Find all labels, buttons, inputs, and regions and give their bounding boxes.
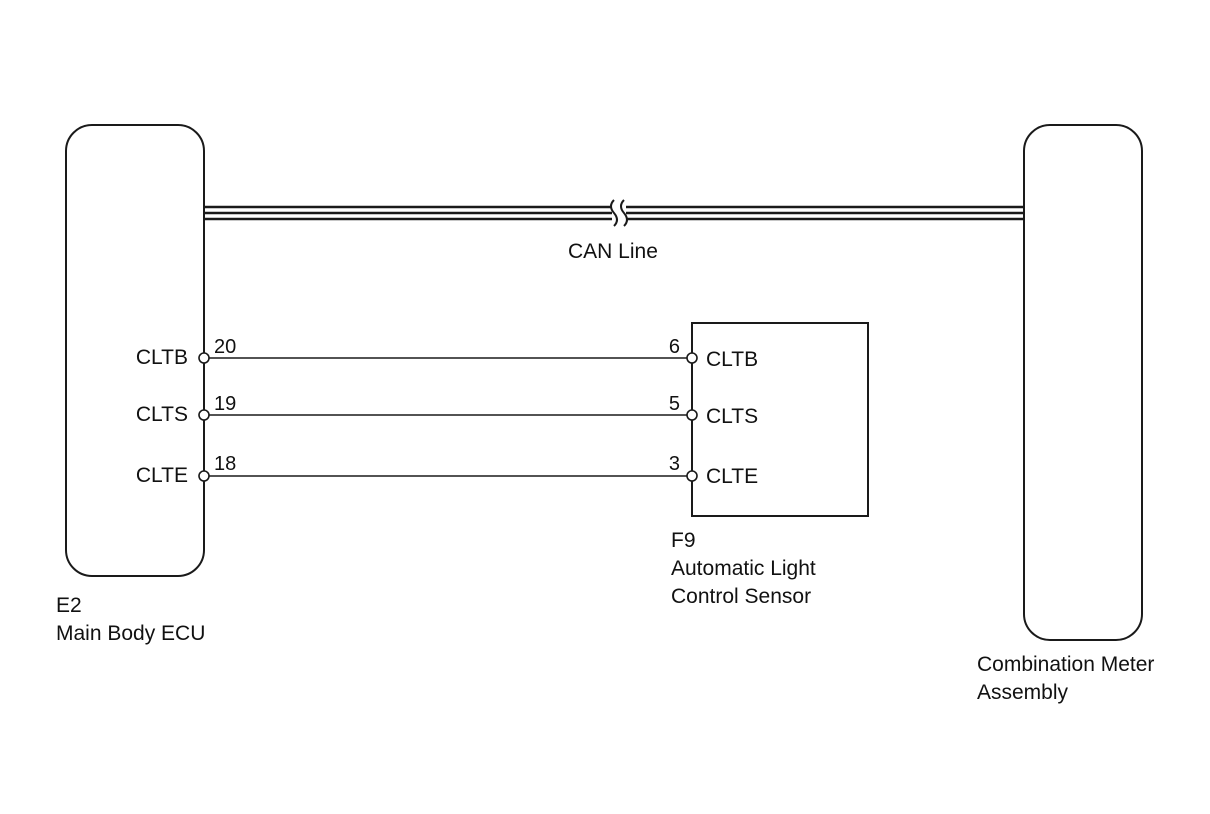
light-sensor-block: [691, 322, 869, 517]
light-sensor-name-line1: Automatic Light: [671, 557, 816, 580]
ecu-pin-name-clts: CLTS: [135, 403, 188, 426]
ecu-terminal-cltb: [198, 352, 210, 364]
light-sensor-code: F9: [671, 529, 696, 552]
ecu-terminal-clts: [198, 409, 210, 421]
sensor-pin-name-clts: CLTS: [706, 405, 759, 428]
sensor-pin-name-clte: CLTE: [706, 465, 759, 488]
sensor-pin-name-cltb: CLTB: [706, 348, 759, 371]
ecu-pin-number-19: 19: [214, 393, 237, 415]
main-body-ecu-code: E2: [56, 594, 82, 617]
ecu-terminal-clte: [198, 470, 210, 482]
sensor-pin-number-5: 5: [668, 393, 680, 415]
light-sensor-name-line2: Control Sensor: [671, 585, 812, 608]
combination-meter-name-line2: Assembly: [977, 681, 1069, 704]
main-body-ecu-name: Main Body ECU: [56, 622, 206, 645]
can-bus-line: [204, 205, 1024, 221]
sensor-terminal-clte: [686, 470, 698, 482]
ecu-pin-number-20: 20: [214, 336, 237, 358]
sensor-terminal-clts: [686, 409, 698, 421]
combination-meter-name-line1: Combination Meter: [977, 653, 1155, 676]
ecu-pin-name-cltb: CLTB: [135, 346, 188, 369]
can-line-label: CAN Line: [568, 240, 658, 263]
combination-meter-block: [1023, 124, 1143, 641]
sensor-terminal-cltb: [686, 352, 698, 364]
ecu-pin-name-clte: CLTE: [135, 464, 188, 487]
can-line-break-icon: [610, 199, 628, 227]
sensor-pin-number-3: 3: [668, 453, 680, 475]
main-body-ecu-block: [65, 124, 205, 577]
ecu-pin-number-18: 18: [214, 453, 237, 475]
sensor-pin-number-6: 6: [668, 336, 680, 358]
